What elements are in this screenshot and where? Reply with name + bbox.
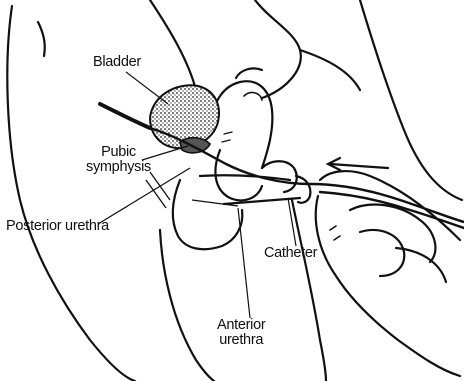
- central-contour: [150, 0, 196, 90]
- catheter-end: [100, 104, 150, 128]
- label-anterior-line1: Anterior: [217, 318, 265, 333]
- leader-bladder: [126, 72, 168, 104]
- catheter-direction-arrow: [330, 164, 388, 168]
- label-pubic-line2: symphysis: [86, 160, 151, 175]
- label-pubic-line1: Pubic: [86, 145, 151, 160]
- label-bladder: Bladder: [93, 55, 141, 70]
- label-posterior-urethra: Posterior urethra: [6, 219, 109, 234]
- penis-outline: [173, 180, 242, 249]
- label-anterior-urethra: Anterior urethra: [217, 318, 265, 348]
- label-pubic-symphysis: Pubic symphysis: [86, 145, 151, 175]
- right-hand-finger-2: [360, 230, 404, 276]
- left-hand-nail: [244, 93, 262, 100]
- label-catheter: Catheter: [264, 246, 317, 261]
- inner-thigh: [160, 230, 214, 381]
- upper-contour-2: [300, 50, 360, 90]
- left-hand-crease: [222, 132, 232, 142]
- upper-contour-3: [360, 0, 462, 200]
- right-hand-knuckle: [330, 226, 340, 240]
- penis-shaft-top: [200, 175, 290, 180]
- right-hand-palm: [316, 196, 460, 376]
- leader-posterior: [98, 168, 190, 224]
- body-tick: [38, 22, 45, 56]
- upper-contour: [255, 0, 301, 98]
- left-hand-finger: [236, 68, 262, 78]
- left-hand-thumb: [212, 81, 272, 168]
- central-contour-2: [292, 200, 326, 381]
- pubic-symphysis: [180, 138, 210, 153]
- leader-anterior: [238, 208, 250, 318]
- label-anterior-line2: urethra: [217, 333, 265, 348]
